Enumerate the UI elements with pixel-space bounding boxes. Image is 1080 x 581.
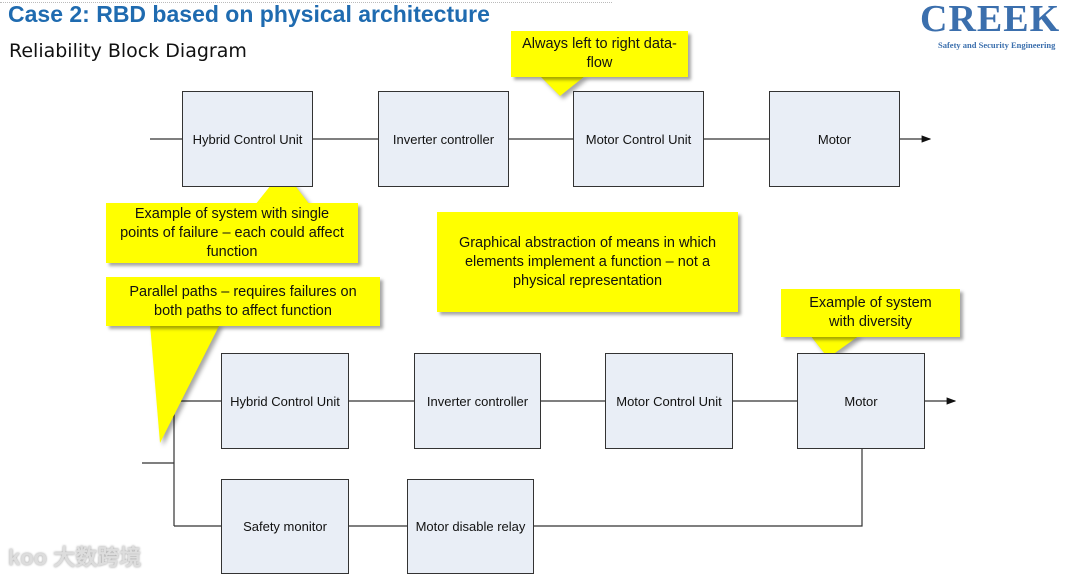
header-rule	[0, 0, 612, 3]
block-motor: Motor	[797, 353, 925, 449]
block-motor-control-unit: Motor Control Unit	[573, 91, 704, 187]
block-inverter-controller: Inverter controller	[414, 353, 541, 449]
page-title: Case 2: RBD based on physical architectu…	[8, 1, 490, 27]
block-hybrid-control-unit: Hybrid Control Unit	[221, 353, 349, 449]
block-hybrid-control-unit: Hybrid Control Unit	[182, 91, 313, 187]
block-motor-disable-relay: Motor disable relay	[407, 479, 534, 574]
callout-dataflow: Always left to right data-flow	[511, 31, 688, 77]
watermark-text: 大数跨境	[53, 545, 142, 570]
logo-tagline: Safety and Security Engineering	[938, 40, 1056, 50]
block-motor-control-unit: Motor Control Unit	[605, 353, 733, 449]
callout-abstraction: Graphical abstraction of means in which …	[437, 212, 738, 312]
callout-diversity: Example of system with diversity	[781, 289, 960, 337]
creek-logo: CREEK	[920, 0, 1061, 40]
callout-parallel-paths: Parallel paths – requires failures on bo…	[106, 277, 380, 326]
page-subtitle: Reliability Block Diagram	[9, 40, 247, 62]
block-motor: Motor	[769, 91, 900, 187]
block-safety-monitor: Safety monitor	[221, 479, 349, 574]
callout-single-point-failure: Example of system with single points of …	[106, 203, 358, 263]
watermark: koo 大数跨境	[8, 545, 141, 571]
block-inverter-controller: Inverter controller	[378, 91, 509, 187]
watermark-logo-icon: koo	[8, 545, 54, 570]
